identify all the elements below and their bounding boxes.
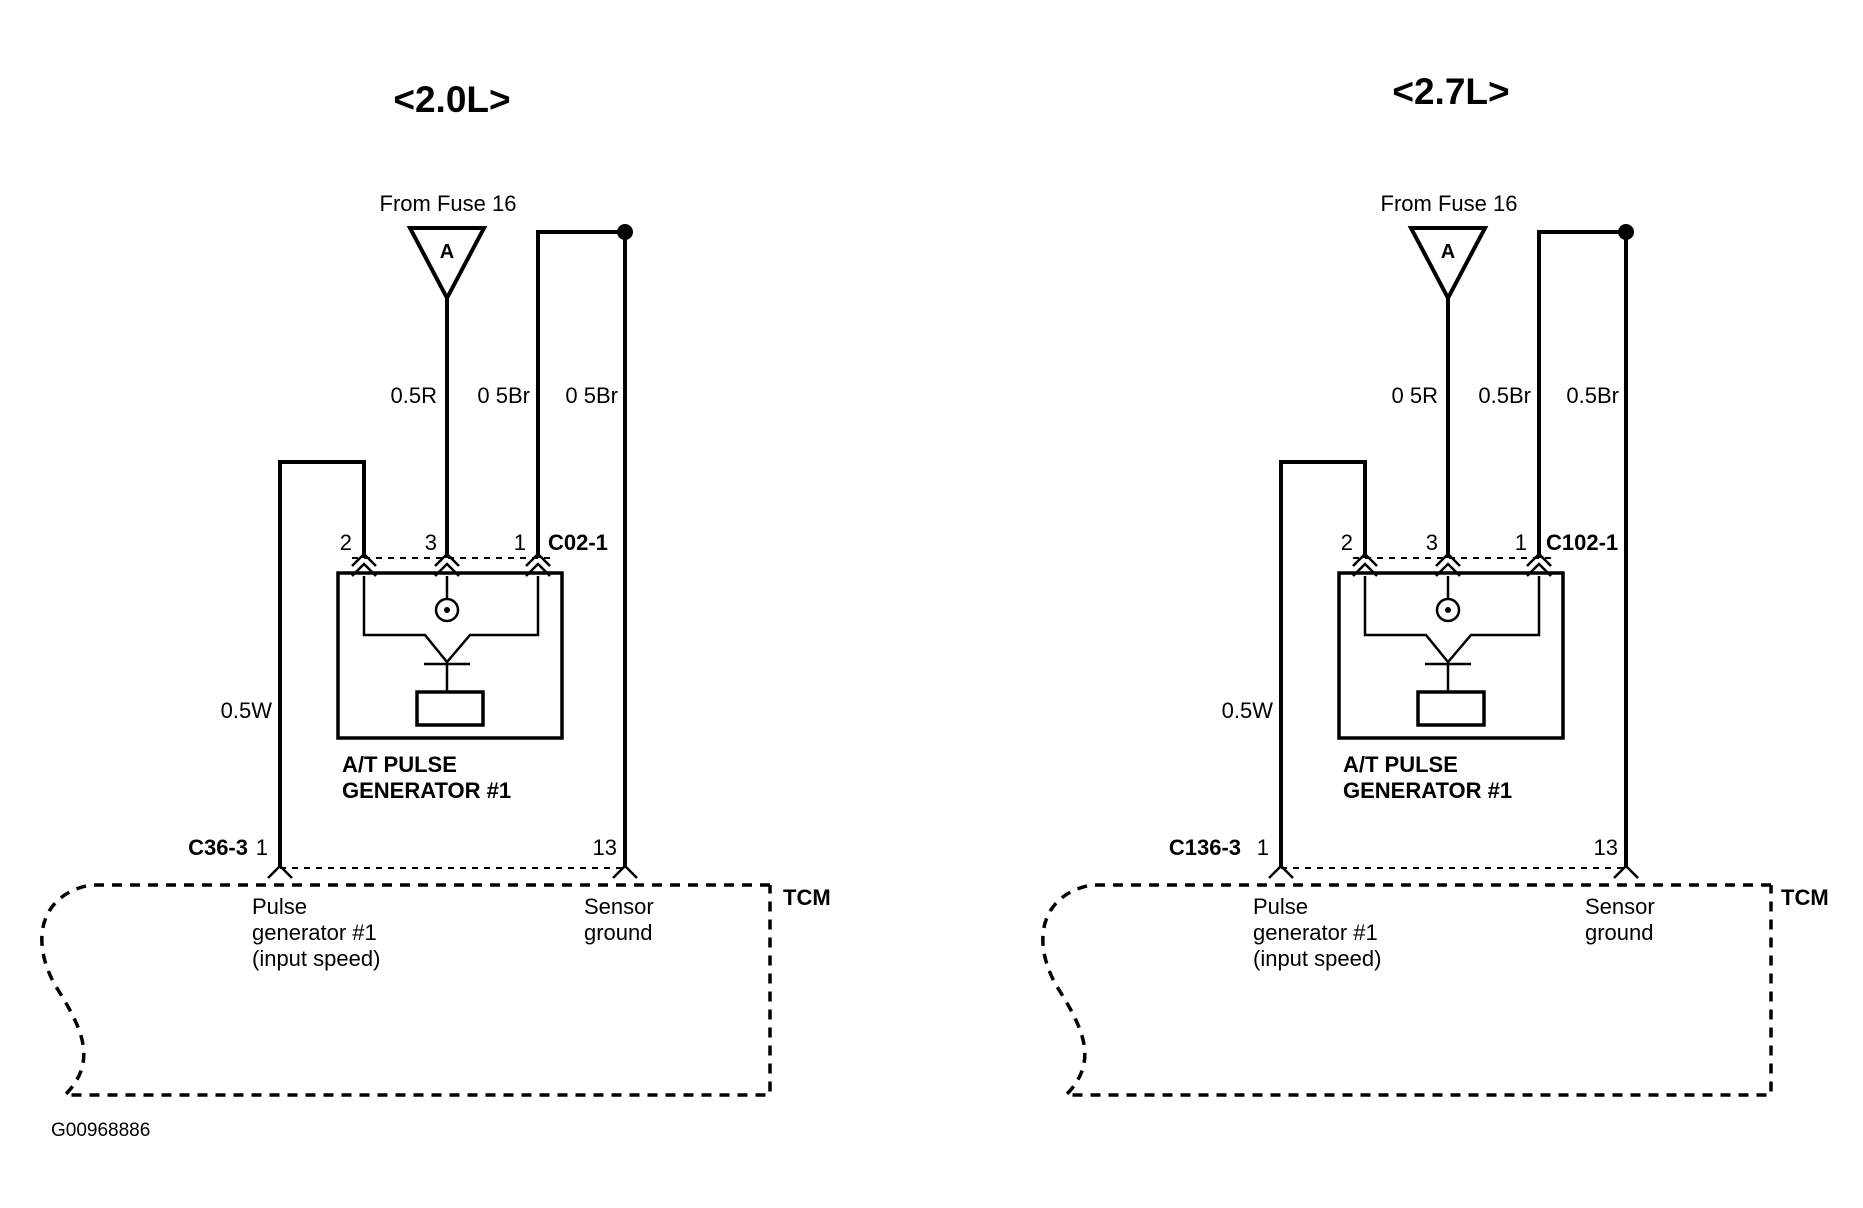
- component-label-1: A/T PULSE: [1343, 752, 1458, 777]
- wire-white: [278, 460, 366, 868]
- wire-label-r: 0.5R: [391, 383, 437, 408]
- tcm-pin-13-label: 13: [1594, 835, 1618, 860]
- pulse-label-1: Pulse: [252, 894, 307, 919]
- pulse-generator-box: [336, 571, 564, 740]
- pulse-label-3: (input speed): [252, 946, 380, 971]
- terminal-icon: [1526, 552, 1552, 567]
- sensor-label-2: ground: [584, 920, 653, 945]
- wire-white: [1279, 460, 1367, 868]
- splice-dot-icon: [1618, 224, 1634, 240]
- sensor-label-2: ground: [1585, 920, 1654, 945]
- wire-label-r: 0 5R: [1392, 383, 1438, 408]
- fuse-triangle-icon: [1407, 226, 1489, 303]
- wire-brown: [536, 230, 627, 868]
- terminal-icon: [1435, 552, 1461, 567]
- pin-3-label: 3: [425, 530, 437, 555]
- tcm-outline: [1041, 883, 1773, 1097]
- connector-top-label: C02-1: [548, 530, 608, 555]
- figure-id: G00968886: [51, 1120, 150, 1141]
- terminal-icon: [351, 552, 377, 567]
- splice-dot-icon: [617, 224, 633, 240]
- panel-title: <2.0L>: [393, 79, 510, 120]
- pulse-label-2: generator #1: [252, 920, 377, 945]
- sensor-coil-icon: [1435, 597, 1461, 623]
- wire-label-br1: 0 5Br: [477, 383, 530, 408]
- wire-label-w: 0.5W: [221, 698, 273, 723]
- connector-top-label: C102-1: [1546, 530, 1618, 555]
- pin-2-label: 2: [1341, 530, 1353, 555]
- sensor-label-1: Sensor: [584, 894, 654, 919]
- connector-bottom-label: C136-3: [1169, 835, 1241, 860]
- pin-2-label: 2: [340, 530, 352, 555]
- wire-label-br2: 0.5Br: [1566, 383, 1619, 408]
- pin-1-label: 1: [514, 530, 526, 555]
- wire-label-br2: 0 5Br: [565, 383, 618, 408]
- tcm-outline: [40, 883, 772, 1097]
- panel-2-7l: <2.7L> From Fuse 16 A 0 5R 0.5Br 0.5Br 0…: [1041, 71, 1829, 1097]
- terminal-icon: [1613, 864, 1639, 879]
- wire-label-w: 0.5W: [1222, 698, 1274, 723]
- component-label-2: GENERATOR #1: [1343, 778, 1512, 803]
- panel-2-0l: <2.0L> From Fuse 16 A 0.5R 0 5Br 0 5Br 0…: [40, 79, 831, 1097]
- fuse-label: From Fuse 16: [380, 191, 517, 216]
- wire-brown: [1537, 230, 1628, 868]
- sensor-element-icon: [1416, 690, 1486, 727]
- pin-1-label: 1: [1515, 530, 1527, 555]
- fuse-label: From Fuse 16: [1381, 191, 1518, 216]
- terminal-icon: [1268, 864, 1294, 879]
- tcm-label: TCM: [1781, 885, 1829, 910]
- connector-bottom-label: C36-3: [188, 835, 248, 860]
- pulse-label-3: (input speed): [1253, 946, 1381, 971]
- terminal-icon: [525, 552, 551, 567]
- tcm-pin-1-label: 1: [256, 835, 268, 860]
- terminal-icon: [1352, 552, 1378, 567]
- terminal-icon: [434, 552, 460, 567]
- wire-label-br1: 0.5Br: [1478, 383, 1531, 408]
- terminal-icon: [267, 864, 293, 879]
- sensor-label-1: Sensor: [1585, 894, 1655, 919]
- internal-circuit: [1363, 576, 1541, 664]
- component-label-2: GENERATOR #1: [342, 778, 511, 803]
- pin-3-label: 3: [1426, 530, 1438, 555]
- fuse-triangle-icon: [406, 226, 488, 303]
- terminal-icon: [612, 864, 638, 879]
- internal-circuit: [362, 576, 540, 664]
- pulse-label-1: Pulse: [1253, 894, 1308, 919]
- component-label-1: A/T PULSE: [342, 752, 457, 777]
- tcm-label: TCM: [783, 885, 831, 910]
- pulse-label-2: generator #1: [1253, 920, 1378, 945]
- sensor-coil-icon: [434, 597, 460, 623]
- fuse-letter: A: [440, 241, 454, 263]
- tcm-pin-1-label: 1: [1257, 835, 1269, 860]
- tcm-pin-13-label: 13: [593, 835, 617, 860]
- sensor-element-icon: [415, 690, 485, 727]
- pulse-generator-box: [1337, 571, 1565, 740]
- panel-title: <2.7L>: [1392, 71, 1509, 112]
- fuse-letter: A: [1441, 241, 1455, 263]
